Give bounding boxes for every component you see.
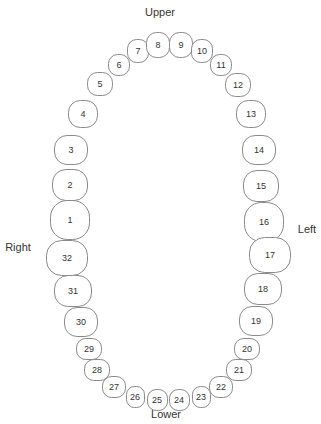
tooth-number: 14 (254, 146, 264, 155)
tooth-number: 3 (68, 146, 73, 155)
tooth-number: 2 (67, 181, 72, 190)
tooth: 16 (244, 202, 284, 242)
tooth: 18 (244, 273, 282, 305)
tooth: 26 (126, 386, 145, 408)
tooth-outline (53, 170, 88, 201)
tooth: 11 (210, 54, 232, 76)
tooth-outline (227, 360, 252, 381)
tooth-outline (126, 387, 144, 408)
tooth-number: 27 (109, 383, 119, 392)
tooth-outline (192, 387, 210, 408)
tooth: 28 (84, 359, 110, 381)
tooth-outline (109, 55, 130, 76)
tooth-outline (170, 33, 193, 58)
tooth-number: 10 (197, 47, 207, 56)
tooth: 29 (76, 338, 102, 360)
tooth-number: 20 (242, 345, 252, 354)
tooth-outline (245, 203, 284, 242)
tooth-number: 24 (174, 396, 184, 405)
tooth: 10 (191, 39, 213, 63)
tooth-number: 6 (116, 61, 121, 70)
tooth-number: 25 (152, 396, 162, 405)
tooth-number: 30 (76, 318, 86, 327)
tooth: 4 (68, 100, 98, 128)
tooth: 23 (192, 386, 211, 408)
tooth-number: 1 (67, 216, 72, 225)
tooth-number: 9 (178, 41, 183, 50)
arch-label: Lower (151, 409, 181, 420)
tooth-outline (237, 101, 266, 128)
tooth-outline (169, 390, 189, 411)
tooth: 3 (54, 135, 88, 165)
tooth: 13 (236, 100, 266, 128)
tooth: 7 (127, 39, 149, 63)
tooth-outline (240, 307, 273, 336)
tooth-outline (250, 238, 291, 273)
tooth-number: 4 (80, 110, 85, 119)
tooth-number: 26 (130, 393, 140, 402)
tooth-number: 19 (251, 317, 261, 326)
tooth-outline (77, 339, 102, 360)
tooth-outline (235, 339, 260, 360)
tooth-outline (226, 74, 251, 97)
tooth-number: 31 (68, 287, 78, 296)
arch-label: Left (298, 224, 316, 235)
tooth-number: 11 (216, 61, 225, 70)
tooth: 14 (242, 135, 276, 165)
tooth-outline (192, 40, 213, 63)
tooth-outline (65, 308, 98, 337)
tooth: 1 (50, 200, 90, 240)
tooth-number: 17 (265, 251, 275, 260)
tooth-number: 32 (62, 254, 72, 263)
tooth: 32 (46, 240, 88, 276)
tooth-number: 21 (234, 366, 244, 375)
tooth-outline (243, 136, 276, 165)
tooth-outline (147, 390, 167, 411)
tooth-outline (211, 55, 232, 76)
tooth-number: 22 (216, 383, 226, 392)
tooth-outline (88, 73, 113, 96)
tooth-number: 13 (246, 110, 256, 119)
tooth: 19 (239, 306, 273, 336)
tooth-outline (244, 171, 279, 202)
tooth: 9 (169, 32, 193, 58)
tooth-outline (85, 360, 110, 381)
tooth-number: 23 (196, 393, 206, 402)
tooth: 21 (226, 359, 252, 381)
tooth-outline (210, 377, 233, 398)
tooth: 5 (87, 72, 113, 96)
tooth-number: 28 (92, 366, 102, 375)
tooth-outline (47, 241, 88, 276)
tooth-outline (55, 136, 88, 165)
tooth-outline (128, 40, 149, 63)
tooth-number: 15 (256, 182, 266, 191)
tooth: 17 (249, 237, 291, 273)
tooth-number: 16 (259, 218, 269, 227)
tooth-number: 8 (155, 41, 160, 50)
tooth-number: 12 (233, 81, 243, 90)
tooth-outline (51, 201, 90, 240)
tooth: 31 (54, 275, 92, 307)
tooth-outline (55, 276, 92, 307)
tooth-outline (103, 377, 126, 398)
arch-label: Right (5, 242, 31, 253)
tooth-number: 29 (84, 345, 94, 354)
tooth: 22 (209, 376, 233, 398)
tooth: 8 (146, 32, 170, 58)
tooth: 6 (108, 54, 130, 76)
tooth-number: 7 (135, 47, 140, 56)
tooth: 12 (225, 73, 251, 97)
tooth: 15 (243, 170, 279, 202)
arch-label: Upper (145, 7, 175, 18)
tooth-number: 18 (258, 285, 268, 294)
tooth-outline (147, 33, 170, 58)
tooth-number: 5 (97, 80, 102, 89)
tooth-outline (69, 101, 98, 128)
tooth-outline (245, 274, 282, 305)
tooth: 2 (52, 169, 88, 201)
tooth: 20 (234, 338, 260, 360)
tooth: 30 (64, 307, 98, 337)
